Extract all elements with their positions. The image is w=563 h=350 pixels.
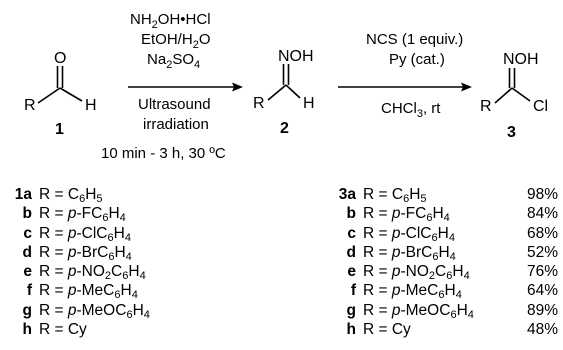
drying-agent: Na2SO4 [147,51,200,71]
atom-o: O [54,50,66,67]
bond-r-c [267,84,287,101]
list-item: g R = p-MeOC6H4 [6,301,256,321]
yield-value: 84% [526,205,558,223]
reagent-ncs: NCS (1 equiv.) [366,31,463,48]
substituent-label: R = p-BrC6H4 [363,243,456,263]
compound-code: e [23,263,32,281]
solvent-chcl3-rt: CHCl3, rt [381,100,441,120]
yield-value: 98% [526,186,558,203]
substituent-label: R = p-ClC6H4 [39,224,131,244]
compound-number-1: 1 [55,121,64,138]
compound-code: c [347,224,356,242]
bond-c-h [285,84,301,99]
oxime-structure: NOH R H 2 [253,48,315,137]
substituent-label: R = Cy [39,321,87,339]
compound-code: g [22,301,32,319]
list-item: c R = p-ClC6H4 68% [332,224,560,244]
compound-code: f [26,282,32,300]
list-item: e R = p-NO2C6H4 [6,262,256,283]
atom-r: R [253,95,265,112]
compound-number-2: 2 [280,120,289,137]
yield-value: 48% [526,321,558,339]
yield-value: 64% [526,282,558,300]
substituent-label: R = p-NO2C6H4 [39,263,146,283]
substituent-label: R = p-FC6H4 [363,205,450,225]
compound-code: b [346,205,356,223]
substituent-label: R = p-ClC6H4 [363,224,455,244]
substituent-label: R = p-BrC6H4 [39,243,132,263]
compound-code: 3a [338,186,356,203]
step2-conditions: NCS (1 equiv.) Py (cat.) CHCl3, rt [338,31,472,120]
compound-code: g [346,301,356,319]
list-item: 1a R = C6H5 [6,185,256,205]
step1-conditions: NH2OH•HCl EtOH/H2O Na2SO4 Ultrasound irr… [101,11,243,162]
atom-r: R [480,98,492,115]
list-item: c R = p-ClC6H4 [6,224,256,244]
reaction-time-temperature: 10 min - 3 h, 30 ºC [101,145,226,162]
list-item: b R = p-FC6H4 84% [332,204,560,225]
substituent-label: R = C6H5 [39,186,103,205]
bond-c-h [59,87,83,102]
group-noh: NOH [503,51,539,68]
substituent-label: R = p-NO2C6H4 [363,263,470,283]
yield-value: 89% [526,301,558,319]
list-item: h R = Cy [6,320,256,339]
group-noh: NOH [278,48,314,65]
aldehyde-structure: O R H 1 [24,50,97,138]
arrow2-head [461,82,472,92]
list-item: f R = p-MeC6H4 64% [332,281,560,302]
reaction-scheme: O R H 1 NH2OH•HCl EtOH/H2O Na2SO4 Ultras… [24,11,548,162]
list-item: h R = Cy 48% [332,320,560,339]
atom-h: H [303,95,315,112]
list-item: d R = p-BrC6H4 [6,243,256,263]
compound-code: c [23,224,32,242]
substituent-label: R = p-MeC6H4 [39,282,138,302]
solvent-etoh-water: EtOH/H2O [141,31,210,51]
substituent-label: R = C6H5 [363,186,427,205]
compound-code: 1a [14,186,32,203]
yield-value: 52% [526,243,558,261]
atom-h: H [85,97,97,114]
yield-value: 68% [526,224,558,242]
compound-code: b [22,205,32,223]
substituent-label: R = p-MeC6H4 [363,282,462,302]
activation-irradiation: irradiation [143,116,209,133]
compound-code: h [22,321,32,339]
compound-code: f [350,282,356,300]
product-yield-list: 3a R = C6H5 98% b R = p-FC6H4 84% c R = p-ClC6H… [332,185,560,339]
arrow1-head [232,82,243,92]
compound-code: d [346,243,356,261]
bond-r-c [494,87,513,104]
atom-cl: Cl [533,98,548,115]
compound-code: h [346,321,356,339]
compound-code: d [22,243,32,261]
yield-value: 76% [526,263,558,281]
list-item: g R = p-MeOC6H4 89% [332,301,560,321]
reagent-hydroxylamine: NH2OH•HCl [130,11,211,31]
list-item: f R = p-MeC6H4 [6,281,256,302]
list-item: 3a R = C6H5 98% [332,185,560,205]
substituent-label: R = Cy [363,321,411,339]
compound-number-3: 3 [507,124,516,141]
catalyst-pyridine: Py (cat.) [389,51,445,68]
list-item: b R = p-FC6H4 [6,204,256,225]
bond-c-cl [511,87,531,102]
activation-ultrasound: Ultrasound [138,96,211,113]
list-item: d R = p-BrC6H4 52% [332,243,560,263]
list-item: e R = p-NO2C6H4 76% [332,262,560,283]
hydroximoyl-chloride-structure: NOH R Cl 3 [480,51,548,141]
compound-code: e [347,263,356,281]
substituent-label: R = p-FC6H4 [39,205,126,225]
bond-r-c [37,87,61,104]
atom-r: R [24,97,36,114]
substituent-label: R = p-MeOC6H4 [39,301,150,321]
substituent-label: R = p-MeOC6H4 [363,301,474,321]
aldehyde-substituent-list: 1a R = C6H5 b R = p-FC6H4 c R = p-ClC6H4 d R = … [6,185,256,339]
